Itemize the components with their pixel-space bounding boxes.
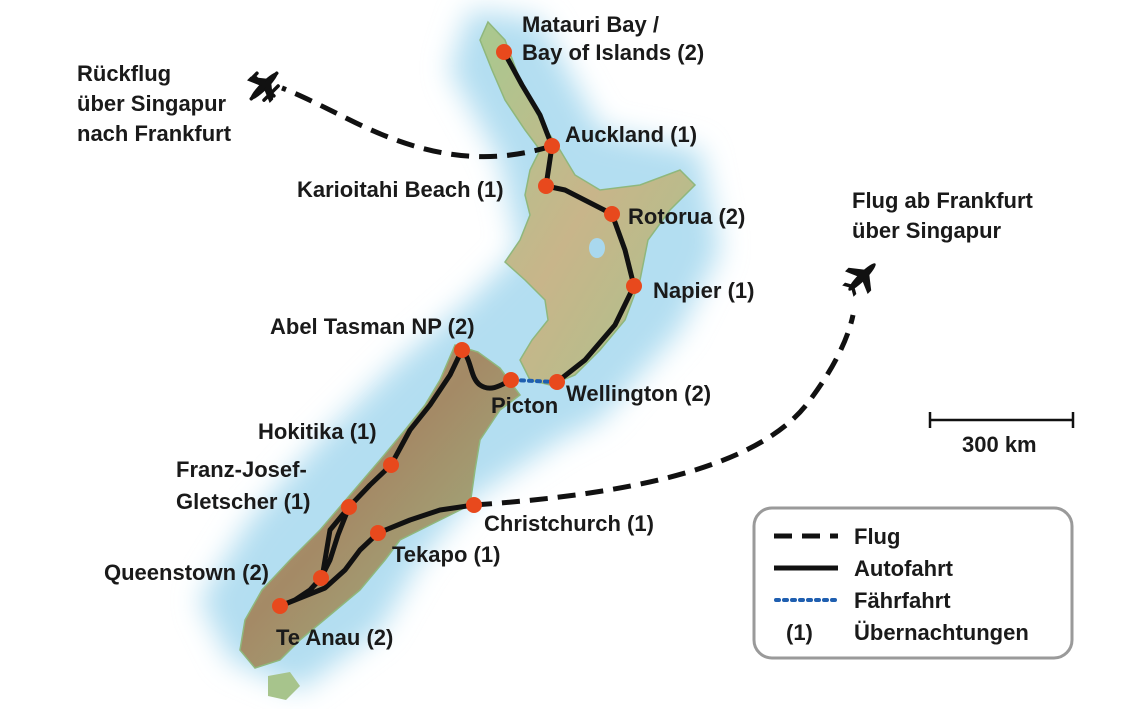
legend-nights-label: Übernachtungen (854, 620, 1029, 645)
legend-nights-symbol: (1) (786, 620, 813, 645)
stop-marker (454, 342, 470, 358)
car-route-queenstown-link (319, 505, 351, 579)
legend-flight-label: Flug (854, 524, 900, 549)
lake-taupo (589, 238, 605, 258)
ferry-route (511, 378, 558, 384)
label-abel-tasman: Abel Tasman NP (2) (270, 314, 475, 339)
label-christchurch: Christchurch (1) (484, 511, 654, 536)
outbound-flight-line (473, 314, 856, 508)
label-wellington: Wellington (2) (566, 381, 711, 406)
stop-marker (272, 598, 288, 614)
legend: Flug Autofahrt Fährfahrt (1) Übernachtun… (752, 506, 1074, 660)
stop-marker (544, 138, 560, 154)
label-karioitahi: Karioitahi Beach (1) (297, 177, 504, 202)
label-napier: Napier (1) (653, 278, 754, 303)
label-franz-josef: Franz-Josef-Gletscher (1) (176, 457, 311, 514)
stop-marker (341, 499, 357, 515)
airplane-icon (247, 71, 280, 103)
stop-marker (496, 44, 512, 60)
label-matauri: Matauri Bay /Bay of Islands (2) (522, 12, 704, 65)
stewart-island (268, 672, 300, 700)
scale-bar: 300 km (928, 412, 1075, 457)
return-flight-line (281, 85, 553, 160)
stop-marker (313, 570, 329, 586)
label-queenstown: Queenstown (2) (104, 560, 269, 585)
stop-marker (626, 278, 642, 294)
label-rotorua: Rotorua (2) (628, 204, 745, 229)
airplane-icon (842, 263, 876, 297)
stop-marker (549, 374, 565, 390)
stop-marker (383, 457, 399, 473)
stop-marker (604, 206, 620, 222)
route-stops (272, 44, 642, 614)
scale-label: 300 km (962, 432, 1037, 457)
label-auckland: Auckland (1) (565, 122, 697, 147)
stop-marker (466, 497, 482, 513)
stop-marker (538, 178, 554, 194)
label-hokitika: Hokitika (1) (258, 419, 377, 444)
label-te-anau: Te Anau (2) (276, 625, 393, 650)
legend-car-label: Autofahrt (854, 556, 954, 581)
label-picton: Picton (491, 393, 558, 418)
stop-marker (503, 372, 519, 388)
stop-marker (370, 525, 386, 541)
car-route-north (501, 50, 637, 384)
label-tekapo: Tekapo (1) (392, 542, 500, 567)
legend-ferry-label: Fährfahrt (854, 588, 951, 613)
